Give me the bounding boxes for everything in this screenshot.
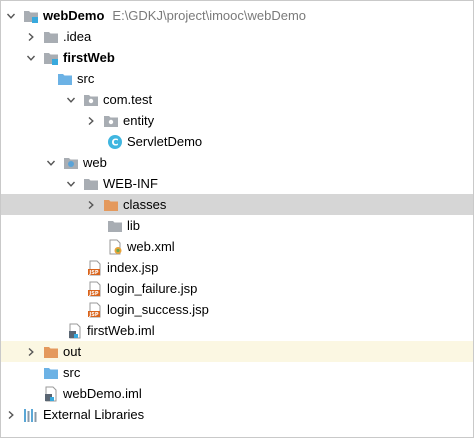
excluded-folder-icon <box>43 344 59 360</box>
chevron-right-icon[interactable] <box>5 404 17 425</box>
package-icon <box>103 113 119 129</box>
tree-row-webdemo[interactable]: webDemo E:\GDKJ\project\imooc\webDemo <box>1 5 473 26</box>
folder-icon <box>107 218 123 234</box>
source-folder-icon <box>43 365 59 381</box>
tree-label-webdemo: webDemo <box>43 8 105 23</box>
module-folder-icon <box>23 8 39 24</box>
chevron-down-icon[interactable] <box>45 152 57 173</box>
chevron-down-icon[interactable] <box>25 47 37 68</box>
tree-label-servletdemo: ServletDemo <box>127 134 203 149</box>
svg-text:JSP: JSP <box>88 291 98 297</box>
tree-row-loginsuccess[interactable]: JSP login_success.jsp <box>1 299 473 320</box>
jsp-file-icon: JSP <box>87 260 103 276</box>
tree-row-webxml[interactable]: web.xml <box>1 236 473 257</box>
tree-row-src-root[interactable]: src <box>1 362 473 383</box>
package-icon <box>83 92 99 108</box>
tree-label-lib: lib <box>127 218 141 233</box>
tree-label-web: web <box>83 155 107 170</box>
tree-label-webdemo-iml: webDemo.iml <box>63 386 142 401</box>
tree-row-firstweb[interactable]: firstWeb <box>1 47 473 68</box>
tree-row-web[interactable]: web <box>1 152 473 173</box>
libraries-icon <box>23 407 39 423</box>
tree-label-external-libraries: External Libraries <box>43 407 145 422</box>
chevron-right-icon[interactable] <box>25 26 37 47</box>
tree-label-comtest: com.test <box>103 92 153 107</box>
chevron-down-icon[interactable] <box>5 5 17 26</box>
tree-row-external-libraries[interactable]: External Libraries <box>1 404 473 425</box>
chevron-right-icon[interactable] <box>25 341 37 362</box>
java-class-icon: C <box>107 134 123 150</box>
tree-label-entity: entity <box>123 113 155 128</box>
svg-text:JSP: JSP <box>88 270 98 276</box>
excluded-folder-icon <box>103 197 119 213</box>
tree-label-firstweb-iml: firstWeb.iml <box>87 323 155 338</box>
folder-icon <box>83 176 99 192</box>
chevron-right-icon[interactable] <box>85 194 97 215</box>
tree-row-webdemo-iml[interactable]: webDemo.iml <box>1 383 473 404</box>
tree-row-comtest[interactable]: com.test <box>1 89 473 110</box>
tree-label-idea: .idea <box>63 29 92 44</box>
source-folder-icon <box>57 71 73 87</box>
svg-text:JSP: JSP <box>88 312 98 318</box>
tree-label-loginsuccess: login_success.jsp <box>107 302 209 317</box>
tree-label-firstweb: firstWeb <box>63 50 115 65</box>
tree-row-lib[interactable]: lib <box>1 215 473 236</box>
tree-label-classes: classes <box>123 197 167 212</box>
tree-row-loginfailure[interactable]: JSP login_failure.jsp <box>1 278 473 299</box>
tree-label-webxml: web.xml <box>127 239 175 254</box>
tree-label-out: out <box>63 344 82 359</box>
tree-row-idea[interactable]: .idea <box>1 26 473 47</box>
tree-label-webinf: WEB-INF <box>103 176 158 191</box>
jsp-file-icon: JSP <box>87 302 103 318</box>
tree-row-src[interactable]: src <box>1 68 473 89</box>
tree-row-firstweb-iml[interactable]: firstWeb.iml <box>1 320 473 341</box>
jsp-file-icon: JSP <box>87 281 103 297</box>
svg-text:C: C <box>112 137 119 148</box>
module-folder-icon <box>43 50 59 66</box>
tree-row-webinf[interactable]: WEB-INF <box>1 173 473 194</box>
folder-icon <box>43 29 59 45</box>
iml-file-icon <box>67 323 83 339</box>
iml-file-icon <box>43 386 59 402</box>
xml-file-icon <box>107 239 123 255</box>
chevron-down-icon[interactable] <box>65 173 77 194</box>
tree-row-servletdemo[interactable]: C ServletDemo <box>1 131 473 152</box>
chevron-down-icon[interactable] <box>65 89 77 110</box>
tree-label-indexjsp: index.jsp <box>107 260 159 275</box>
web-folder-icon <box>63 155 79 171</box>
chevron-right-icon[interactable] <box>85 110 97 131</box>
tree-label-src: src <box>77 71 95 86</box>
tree-row-classes[interactable]: classes <box>1 194 473 215</box>
tree-label-loginfailure: login_failure.jsp <box>107 281 198 296</box>
tree-label-src-root: src <box>63 365 81 380</box>
tree-row-entity[interactable]: entity <box>1 110 473 131</box>
tree-row-out[interactable]: out <box>1 341 473 362</box>
project-path: E:\GDKJ\project\imooc\webDemo <box>112 8 307 23</box>
tree-row-indexjsp[interactable]: JSP index.jsp <box>1 257 473 278</box>
